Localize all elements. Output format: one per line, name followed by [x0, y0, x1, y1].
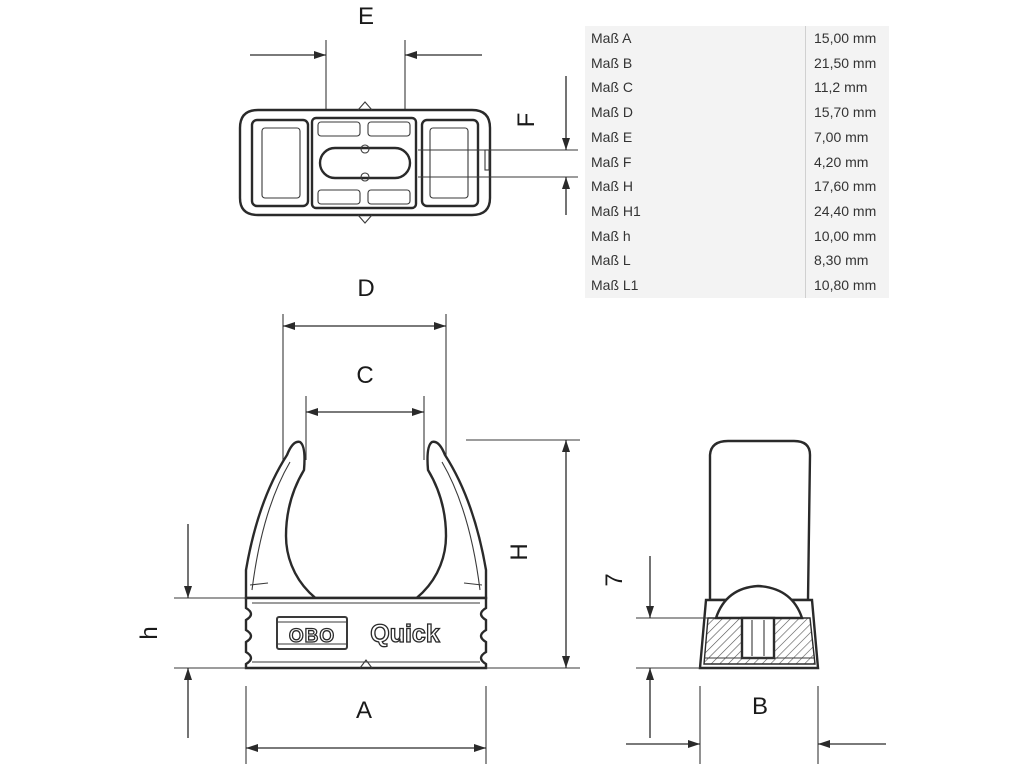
dim-label-a: A: [356, 697, 372, 724]
dimension-key: Maß F: [585, 149, 806, 175]
dimension-key: Maß E: [585, 124, 806, 150]
dimension-key: Maß D: [585, 100, 806, 125]
top-view: E F: [238, 3, 578, 224]
dimension-key: Maß L: [585, 248, 806, 274]
table-row: Maß F 4,20 mm: [585, 149, 889, 175]
table-row: Maß h 10,00 mm: [585, 223, 889, 249]
dim-label-e: E: [358, 3, 374, 30]
table-row: Maß E 7,00 mm: [585, 124, 889, 150]
dim-label-b: B: [752, 693, 768, 720]
dimension-value: 21,50 mm: [814, 54, 877, 71]
dimension-value: 10,80 mm: [814, 277, 877, 294]
dimension-key: Maß B: [585, 50, 806, 76]
dimension-key: Maß H: [585, 174, 806, 199]
dimension-key: Maß H1: [585, 198, 806, 224]
dim-label-h-lower: h: [136, 626, 163, 639]
dim-label-d: D: [357, 275, 374, 302]
table-row: Maß L1 10,80 mm: [585, 273, 889, 298]
table-row: Maß H 17,60 mm: [585, 174, 889, 199]
dimension-value: 15,00 mm: [814, 30, 877, 46]
dimension-value: 4,20 mm: [814, 153, 869, 170]
table-row: Maß C 11,2 mm: [585, 75, 889, 101]
dimension-key: Maß L1: [585, 273, 806, 298]
obo-logo-text: OBO: [289, 626, 335, 647]
dimension-value: 15,70 mm: [814, 104, 877, 121]
table-row: Maß D 15,70 mm: [585, 100, 889, 125]
dimension-table: Maß A 15,00 mm Maß B 21,50 mm Maß C 11,2 mm…: [585, 26, 889, 298]
dim-label-h-upper: H: [506, 543, 533, 560]
dimension-key: Maß h: [585, 223, 806, 249]
table-row: Maß A 15,00 mm: [585, 26, 889, 51]
front-view: D C OBO Quick H h: [136, 275, 580, 764]
side-view: 7 B: [601, 439, 886, 764]
quick-text: Quick: [370, 620, 440, 648]
dimension-value: 10,00 mm: [814, 227, 877, 244]
table-row: Maß B 21,50 mm: [585, 50, 889, 76]
dim-label-f: F: [513, 113, 540, 128]
table-row: Maß L 8,30 mm: [585, 248, 889, 274]
dimension-value: 8,30 mm: [814, 252, 869, 269]
table-row: Maß H1 24,40 mm: [585, 198, 889, 224]
dimension-value: 7,00 mm: [814, 128, 869, 145]
dimension-key: Maß A: [585, 26, 806, 51]
dim-label-7: 7: [601, 573, 628, 586]
dimension-value: 11,2 mm: [814, 79, 868, 96]
dimension-value: 17,60 mm: [814, 178, 877, 195]
dimension-key: Maß C: [585, 75, 806, 101]
dim-label-c: C: [356, 362, 373, 389]
dimension-value: 24,40 mm: [814, 202, 877, 219]
